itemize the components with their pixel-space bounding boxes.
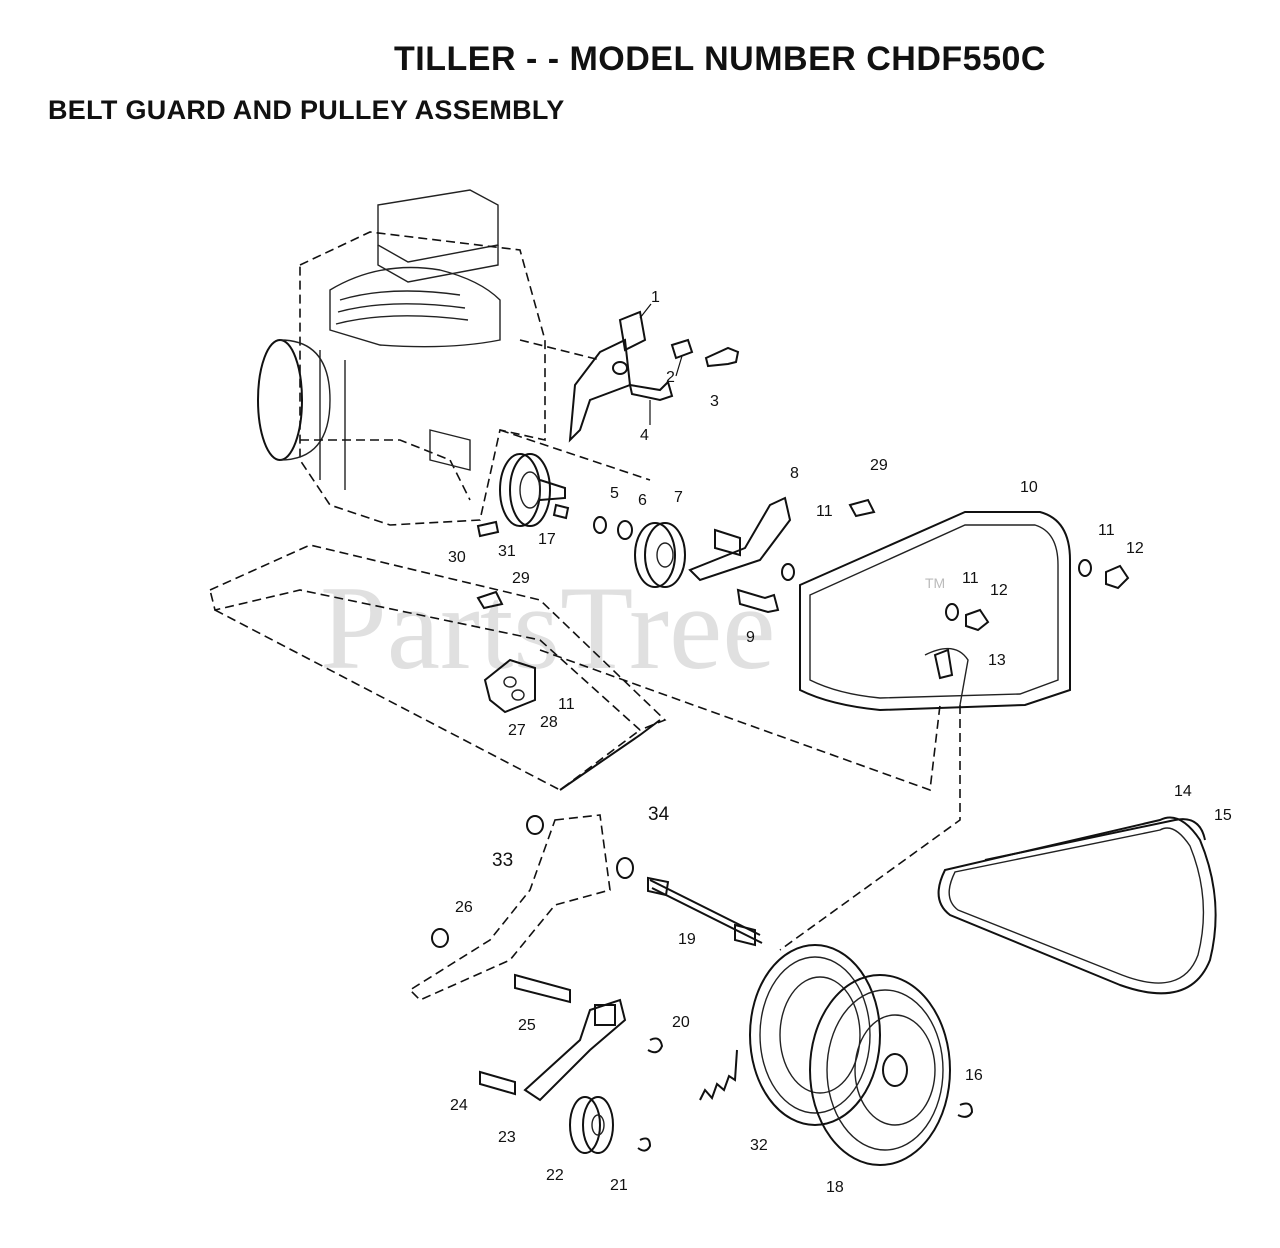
part-11-washer-b [1078, 559, 1092, 577]
part-29-clip-a [848, 498, 876, 518]
callout-18: 18 [826, 1179, 844, 1196]
callout-11-d: 11 [558, 696, 575, 713]
part-17-key [552, 503, 570, 520]
callout-29-a: 29 [870, 457, 888, 474]
callout-26: 26 [455, 899, 473, 916]
callout-24: 24 [450, 1097, 468, 1114]
callout-9: 9 [746, 629, 755, 646]
part-27-28-bracket [483, 658, 536, 714]
part-33-side-bracket [408, 814, 611, 1001]
part-26-washer [431, 928, 449, 948]
part-8-idler-arm [688, 496, 792, 582]
part-2-clip [670, 338, 694, 360]
page-title: TILLER - - MODEL NUMBER CHDF550C [394, 40, 1046, 78]
callout-23: 23 [498, 1129, 516, 1146]
part-1-bracket [568, 303, 652, 443]
callout-25: 25 [518, 1017, 536, 1034]
part-13-bolt [933, 648, 954, 680]
part-34-washer [616, 857, 634, 879]
callout-27: 27 [508, 722, 526, 739]
part-29-clip-b [476, 590, 504, 610]
part-19-shaft [647, 876, 763, 947]
callout-28: 28 [540, 714, 558, 731]
part-21-clip [637, 1137, 652, 1152]
callout-4: 4 [640, 427, 649, 444]
callout-2: 2 [666, 369, 675, 386]
part-6-washer [617, 520, 633, 540]
part-20-clip [647, 1037, 664, 1054]
part-5-washer [593, 516, 607, 534]
callout-14: 14 [1174, 783, 1192, 800]
callout-7: 7 [674, 489, 683, 506]
spring [699, 1049, 738, 1101]
callout-20: 20 [672, 1014, 690, 1031]
callout-29-b: 29 [512, 570, 530, 587]
callout-30: 30 [448, 549, 466, 566]
callout-11-c: 11 [962, 570, 979, 587]
callout-3: 3 [710, 393, 719, 410]
callout-10: 10 [1020, 479, 1038, 496]
part-30-setscrew [476, 520, 500, 538]
part-11-washer-a [781, 563, 795, 581]
part-14-belt [937, 816, 1217, 995]
part-18-drive-pulley [809, 974, 951, 1166]
part-15-belt [984, 818, 1206, 861]
watermark-text: PartsTree [320, 561, 776, 694]
callout-31: 31 [498, 543, 516, 560]
part-16-clip [957, 1102, 974, 1118]
part-10-belt-guard [799, 511, 1071, 712]
callout-12-b: 12 [990, 582, 1008, 599]
part-32-drive-pulley [749, 944, 881, 1126]
callout-8: 8 [790, 465, 799, 482]
part-22-idler-pulley [569, 1096, 614, 1154]
part-8-idler-arm-hub [714, 528, 741, 557]
leader-1 [675, 355, 683, 377]
part-7-idler-pulley [634, 522, 686, 588]
alignment-line-3 [779, 705, 961, 951]
part-25-pin [514, 973, 571, 1004]
callout-16: 16 [965, 1067, 983, 1084]
part-11-washer-c [945, 603, 959, 621]
callout-6: 6 [638, 492, 647, 509]
callout-11-a: 11 [816, 503, 833, 520]
callout-19: 19 [678, 931, 696, 948]
engine-outline [257, 189, 546, 526]
part-23-tension-arm [523, 998, 627, 1102]
part-31-engine-pulley [499, 453, 566, 527]
part-4-bolt [628, 380, 674, 402]
callout-13: 13 [988, 652, 1006, 669]
callout-17: 17 [538, 531, 556, 548]
part-12-nut-b [965, 608, 990, 632]
part-9-bolt [736, 588, 780, 614]
alignment-line-2 [539, 649, 941, 792]
callout-1: 1 [651, 289, 660, 306]
callout-11-b: 11 [1098, 522, 1115, 539]
callout-5: 5 [610, 485, 619, 502]
callout-34: 34 [648, 804, 670, 825]
watermark-trademark: TM [925, 575, 945, 591]
callout-15: 15 [1214, 807, 1232, 824]
part-24-bolt [479, 1070, 516, 1096]
part-3-screw [704, 346, 740, 368]
callout-32: 32 [750, 1137, 768, 1154]
callout-21: 21 [610, 1177, 628, 1194]
part-12-nut-a [1105, 564, 1130, 590]
section-subtitle: BELT GUARD AND PULLEY ASSEMBLY [48, 95, 565, 125]
callout-12-a: 12 [1126, 540, 1144, 557]
alignment-line-1 [499, 339, 651, 481]
tine-shield [209, 544, 667, 791]
callout-33: 33 [492, 850, 513, 871]
callout-22: 22 [546, 1167, 564, 1184]
